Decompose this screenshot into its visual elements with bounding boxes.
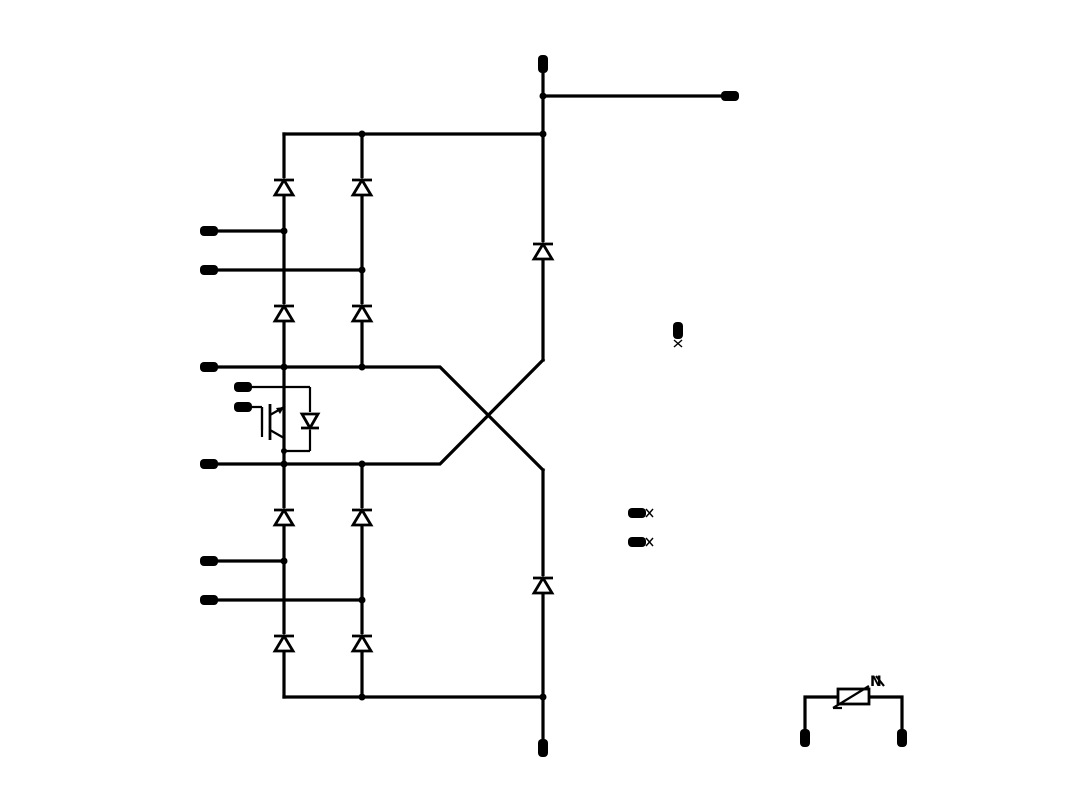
junction-dot: [280, 557, 288, 565]
terminal-pin-icon[interactable]: [234, 402, 252, 412]
igbt-emitter-leg: [269, 429, 285, 439]
terminal-pin-icon[interactable]: [538, 739, 548, 757]
junction-dot: [539, 693, 547, 701]
wire-ntc-left: [803, 695, 840, 740]
terminal-pins: [200, 55, 907, 757]
wire-ntc-right: [868, 695, 904, 740]
junction-dots: [280, 92, 547, 701]
junction-dot: [358, 460, 366, 468]
junction-dot: [358, 693, 366, 701]
freewheel-diode-icon: [299, 412, 321, 431]
terminal-pin-icon[interactable]: [200, 362, 218, 372]
terminal-pin-icon[interactable]: [800, 729, 810, 747]
no-connect-icon: [673, 339, 683, 348]
diode-icon: [531, 241, 555, 261]
diode-icon: [350, 177, 374, 197]
no-connect-marks: [645, 339, 683, 547]
terminal-pin-icon[interactable]: [897, 729, 907, 747]
terminal-pin-icon[interactable]: [234, 382, 252, 392]
diode-icon: [350, 303, 374, 323]
junction-dot: [539, 130, 547, 138]
terminal-pin-icon[interactable]: [200, 226, 218, 236]
terminal-pin-icon[interactable]: [200, 459, 218, 469]
wire-cross-a: [207, 365, 546, 473]
diode-icon: [272, 177, 296, 197]
igbt-icon: [260, 404, 285, 440]
junction-dot: [280, 460, 288, 468]
wire-network: [207, 62, 904, 750]
terminal-pin-icon[interactable]: [200, 556, 218, 566]
terminal-pin-icon[interactable]: [673, 322, 683, 339]
diode-icon: [272, 303, 296, 323]
diode-icon: [272, 507, 296, 527]
terminal-pin-icon[interactable]: [628, 508, 646, 518]
junction-dot: [358, 363, 366, 371]
junction-dot: [358, 596, 366, 604]
junction-dot: [280, 363, 288, 371]
no-connect-icon: [645, 508, 654, 518]
junction-dot: [358, 130, 366, 138]
igbt-arrow: [276, 407, 284, 414]
terminal-pin-icon[interactable]: [200, 265, 218, 275]
wire-cross-b: [207, 357, 546, 466]
diode-icon: [531, 575, 555, 595]
terminal-pin-icon[interactable]: [200, 595, 218, 605]
no-connect-icon: [645, 537, 654, 547]
ntc-symbol-mark: N: [870, 674, 882, 690]
junction-dot: [280, 227, 288, 235]
junction-dot: [281, 448, 287, 454]
terminal-pin-icon[interactable]: [538, 55, 548, 73]
thermistor-icon: N: [832, 674, 885, 710]
junction-dot: [539, 92, 547, 100]
diode-icon: [350, 633, 374, 653]
terminal-pin-icon[interactable]: [628, 537, 646, 547]
junction-dot: [358, 266, 366, 274]
terminal-pin-icon[interactable]: [721, 91, 739, 101]
diode-icon: [350, 507, 374, 527]
diode-icon: [272, 633, 296, 653]
